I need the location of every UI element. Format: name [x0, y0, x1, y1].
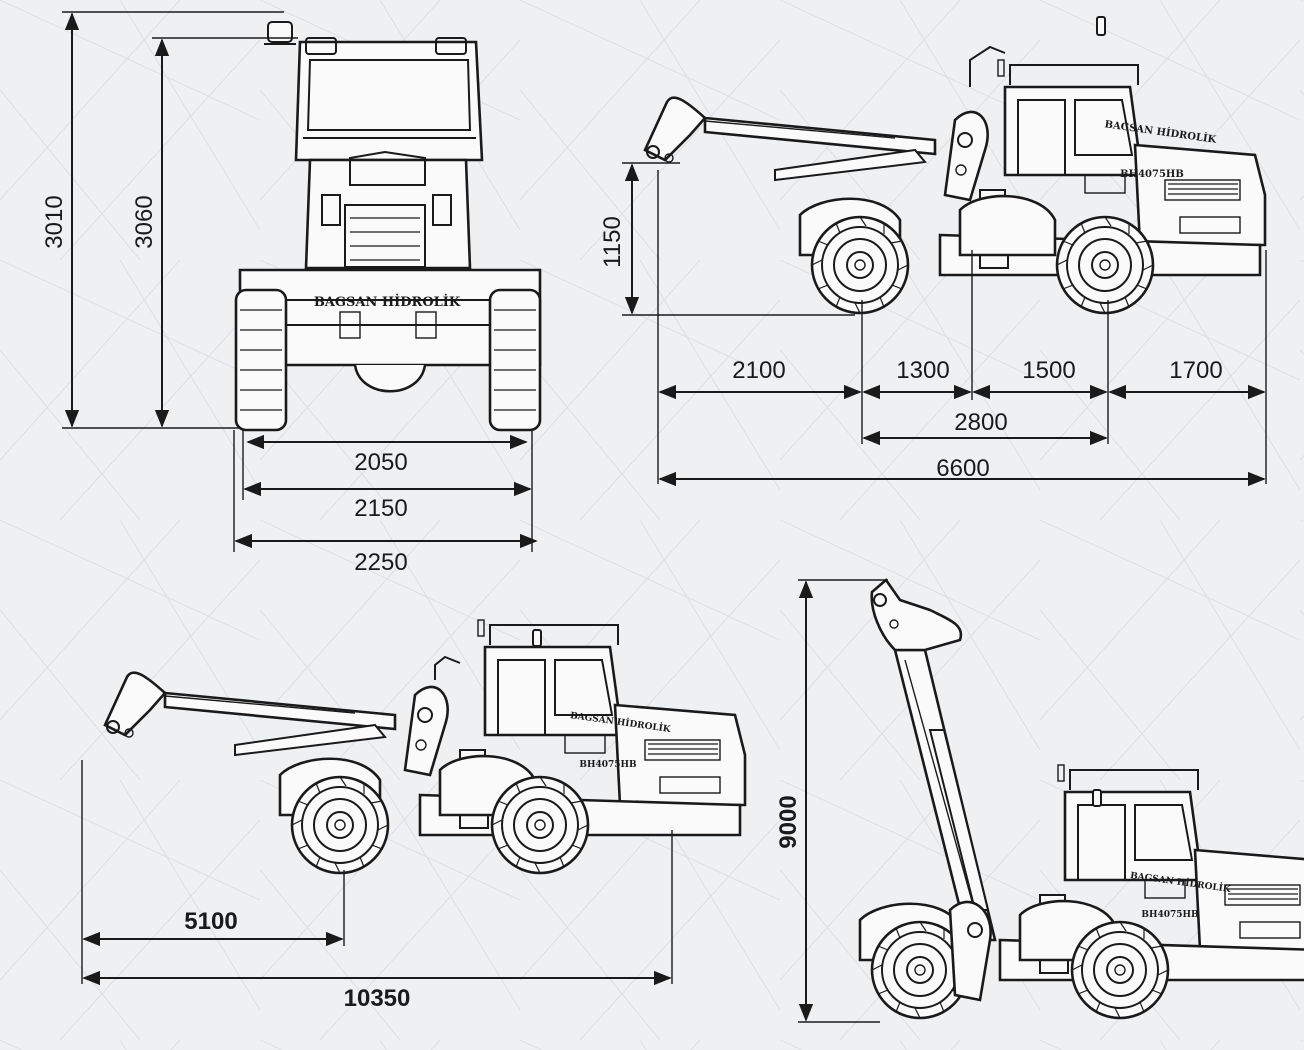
- reach-view: BAGSAN HİDROLİK BH4075HB 5100 10350: [81, 618, 747, 1012]
- dim-label-3010: 3010: [41, 195, 68, 248]
- side-view-model: BH4075HB: [1120, 169, 1184, 180]
- dim-label-2050: 2050: [354, 449, 407, 476]
- side-view: BAGSAN HİDROLİK BH4075HB 1150 2100 1300 …: [599, 16, 1267, 487]
- reach-view-machine: BAGSAN HİDROLİK BH4075HB: [103, 618, 747, 875]
- reach-view-model: BH4075HB: [579, 760, 637, 770]
- dim-label-2150: 2150: [354, 495, 407, 522]
- dim-label-1150: 1150: [599, 216, 626, 268]
- dim-label-2100: 2100: [732, 357, 785, 384]
- dim-label-2250: 2250: [354, 549, 407, 576]
- dim-label-5100: 5100: [184, 908, 237, 935]
- dim-label-1700: 1700: [1169, 357, 1222, 384]
- front-view-machine: BAGSAN HİDROLİK: [234, 21, 542, 432]
- lift-view-model: BH4075HB: [1141, 910, 1199, 920]
- front-view: BAGSAN HİDROLİK 3010 3060: [41, 11, 542, 576]
- lift-view-machine: BAGSAN HİDROLİK BH4075HB: [858, 578, 1304, 1020]
- lift-view: BAGSAN HİDROLİK BH4075HB 9000: [775, 578, 1304, 1023]
- dim-label-6600: 6600: [936, 455, 989, 482]
- dim-label-9000: 9000: [775, 795, 802, 848]
- dim-label-1300: 1300: [896, 357, 949, 384]
- dim-label-10350: 10350: [344, 985, 411, 1012]
- dim-label-2800: 2800: [954, 409, 1007, 436]
- dim-label-3060: 3060: [131, 195, 158, 248]
- front-view-brand: BAGSAN HİDROLİK: [314, 294, 461, 310]
- dim-label-1500: 1500: [1022, 357, 1075, 384]
